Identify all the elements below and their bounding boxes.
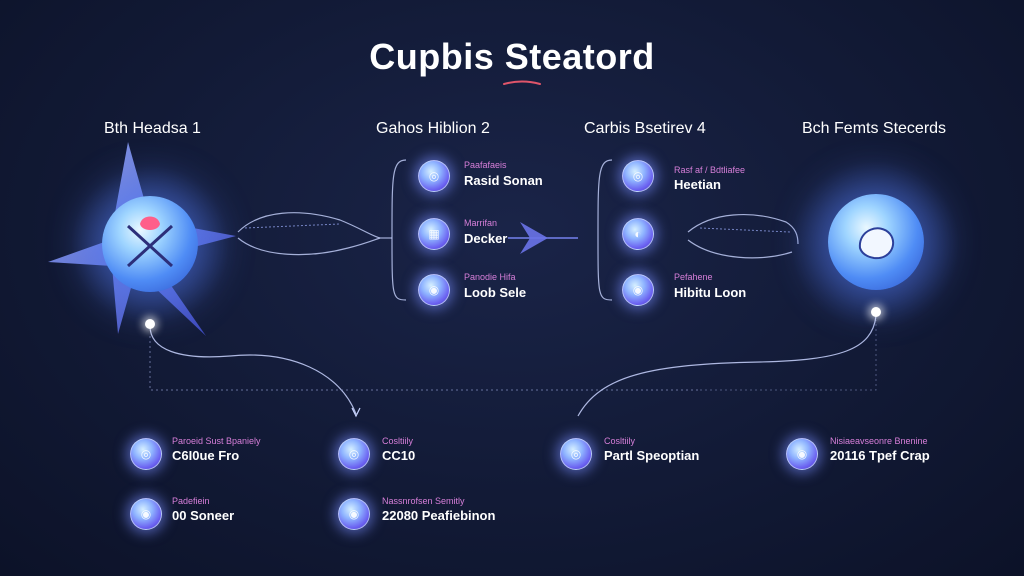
right-orb-icon [828,194,924,290]
node-sublabel: Nassnrofsen Semitly [382,496,465,506]
node-c6i0ue-fro: ◎ [130,438,162,470]
node-heetian: ◎ [622,160,654,192]
sphere-icon: ◐ [634,227,642,241]
node-label: C6I0ue Fro [172,448,240,463]
column-header-1: Bth Headsa 1 [104,120,201,137]
node-22080-peafiebinon: ◉ [338,498,370,530]
node-sublabel: Panodie Hifa [464,272,516,282]
sphere-icon: ◉ [348,507,360,521]
sphere-icon: ◎ [428,169,440,183]
column-header-2: Gahos Hiblion 2 [376,120,490,137]
column-header-4: Bch Femts Stecerds [802,120,947,137]
node-label: CC10 [382,448,416,463]
node-sublabel: Pefahene [674,272,713,282]
right-anchor-dot [871,307,881,317]
node-label: 20116 Tpef Crap [830,448,930,463]
node-sublabel: Nisiaeavseonre Bnenine [830,436,928,446]
sphere-icon: ◎ [140,447,152,461]
title-underline [503,80,541,85]
node-label: Decker [464,231,508,246]
node-label: Heetian [674,177,721,192]
node-sublabel: Padefiein [172,496,210,506]
node-label: 00 Soneer [172,508,235,523]
node-sublabel: Cosltiily [604,436,636,446]
sphere-icon: ◉ [796,447,808,461]
sphere-icon: ◎ [632,169,644,183]
left-orb-icon [102,196,198,292]
page-title: Cupbis Steatord [369,36,655,77]
node-sublabel: Cosltiily [382,436,414,446]
sphere-icon: ◉ [140,507,152,521]
sphere-icon: ▦ [428,227,440,241]
node-sublabel: Marrifan [464,218,498,228]
node-hibitu-loon: ◉ [622,274,654,306]
node-sublabel: Paroeid Sust Bpaniely [172,436,261,446]
node-label: 22080 Peafiebinon [382,508,496,523]
node-00-soneer: ◉ [130,498,162,530]
sphere-icon: ◉ [428,283,440,297]
node-label: Partl Speoptian [604,448,700,463]
node-cc10: ◎ [338,438,370,470]
sphere-icon: ◎ [348,447,360,461]
node-unlabeled: ◐ [622,218,654,250]
node-sublabel: Rasf af / Bdtliafee [674,165,746,175]
sphere-icon: ◉ [632,283,644,297]
node-partl-speoptian: ◎ [560,438,592,470]
node-sublabel: Paafafaeis [464,160,507,170]
node-rasid-sonan: ◎ [418,160,450,192]
left-anchor-dot [145,319,155,329]
node-loob-sele: ◉ [418,274,450,306]
node-label: Hibitu Loon [674,285,747,300]
sphere-icon: ◎ [570,447,582,461]
node-decker: ▦ [418,218,450,250]
node-label: Rasid Sonan [464,173,543,188]
column-header-3: Carbis Bsetirev 4 [584,120,706,137]
node-20116-tpef-crap: ◉ [786,438,818,470]
node-label: Loob Sele [464,285,527,300]
